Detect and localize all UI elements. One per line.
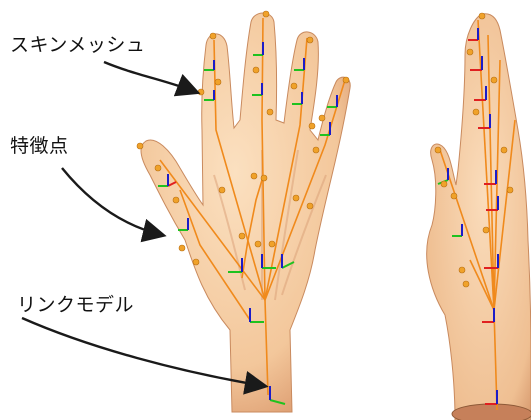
wrist-cut bbox=[452, 404, 531, 420]
skin-mesh-side bbox=[427, 14, 531, 420]
hand-side-view bbox=[427, 13, 531, 420]
label-skin-mesh: スキンメッシュ bbox=[10, 30, 145, 57]
label-feature-points: 特徴点 bbox=[10, 131, 69, 158]
label-link-model: リンクモデル bbox=[17, 290, 134, 317]
skin-mesh-back bbox=[141, 13, 350, 412]
hand-back-view bbox=[137, 11, 350, 412]
arrow-skin-mesh bbox=[104, 62, 196, 92]
arrow-link-model bbox=[22, 318, 264, 386]
arrow-feature-points bbox=[62, 168, 162, 235]
